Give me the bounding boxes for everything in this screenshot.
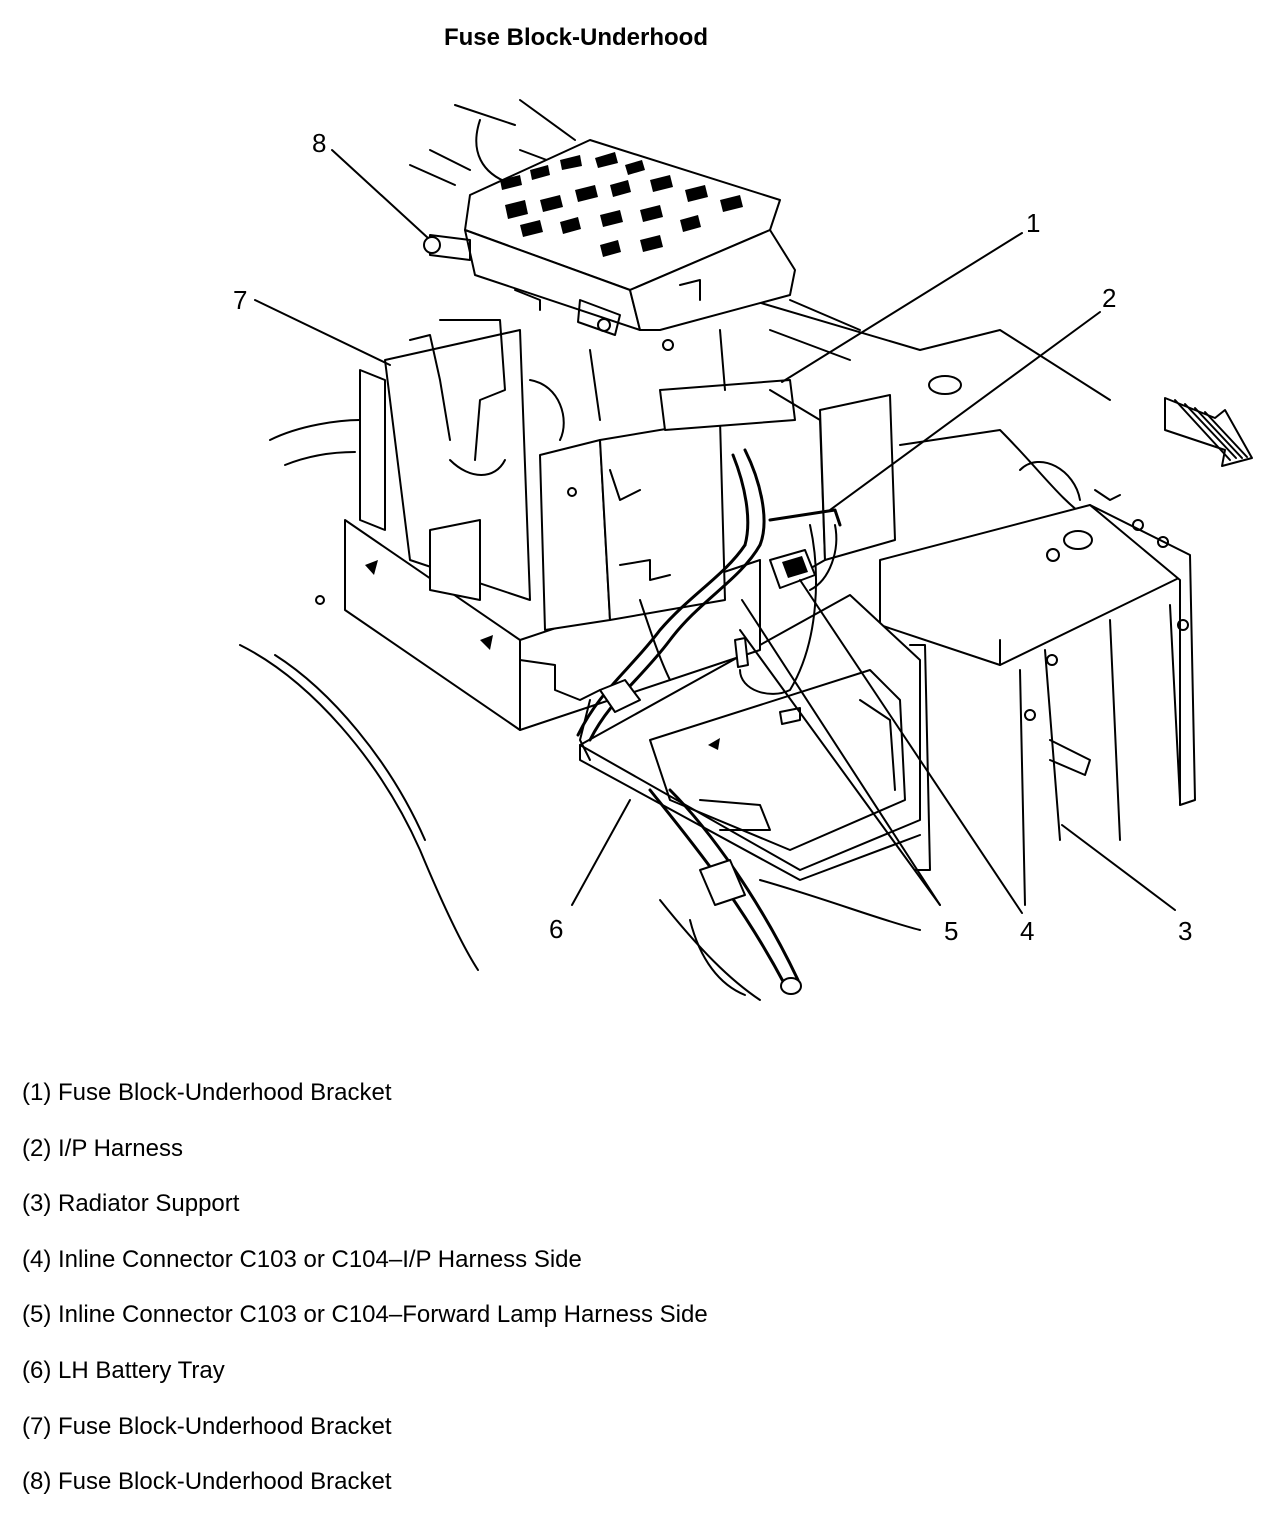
- legend-item: (8) Fuse Block-Underhood Bracket: [22, 1468, 392, 1496]
- callout-leader-lines: [254, 149, 1176, 914]
- callout-1: 1: [1026, 208, 1040, 238]
- callout-7: 7: [233, 285, 247, 315]
- callout-6: 6: [549, 914, 563, 944]
- fuse-block-bracket-lower: [315, 319, 896, 731]
- callout-2: 2: [1102, 283, 1116, 313]
- radiator-support: [879, 489, 1196, 906]
- component-legend: (1) Fuse Block-Underhood Bracket (2) I/P…: [22, 1076, 708, 1521]
- legend-item: (3) Radiator Support: [22, 1190, 240, 1218]
- legend-item: (1) Fuse Block-Underhood Bracket: [22, 1079, 392, 1106]
- callout-3: 3: [1178, 916, 1192, 946]
- underhood-fuse-block: [423, 139, 796, 391]
- legend-item: (7) Fuse Block-Underhood Bracket: [22, 1412, 392, 1440]
- legend-item: (4) Inline Connector C103 or C104–I/P Ha…: [22, 1245, 582, 1273]
- legend-item: (5) Inline Connector C103 or C104–Forwar…: [22, 1301, 708, 1329]
- battery-tray: [579, 594, 921, 881]
- legend-item: (2) I/P Harness: [22, 1134, 183, 1162]
- legend-item: (6) LH Battery Tray: [22, 1356, 225, 1384]
- callout-5: 5: [944, 916, 958, 946]
- wiring-harness: [576, 448, 842, 995]
- callout-4: 4: [1020, 916, 1034, 946]
- forward-direction-arrow: [1164, 397, 1253, 467]
- diagram-title: Fuse Block-Underhood: [443, 24, 708, 51]
- callout-8: 8: [312, 128, 326, 158]
- exploded-view-illustration: 1 2 3 4 5 6 7 8: [233, 99, 1253, 1001]
